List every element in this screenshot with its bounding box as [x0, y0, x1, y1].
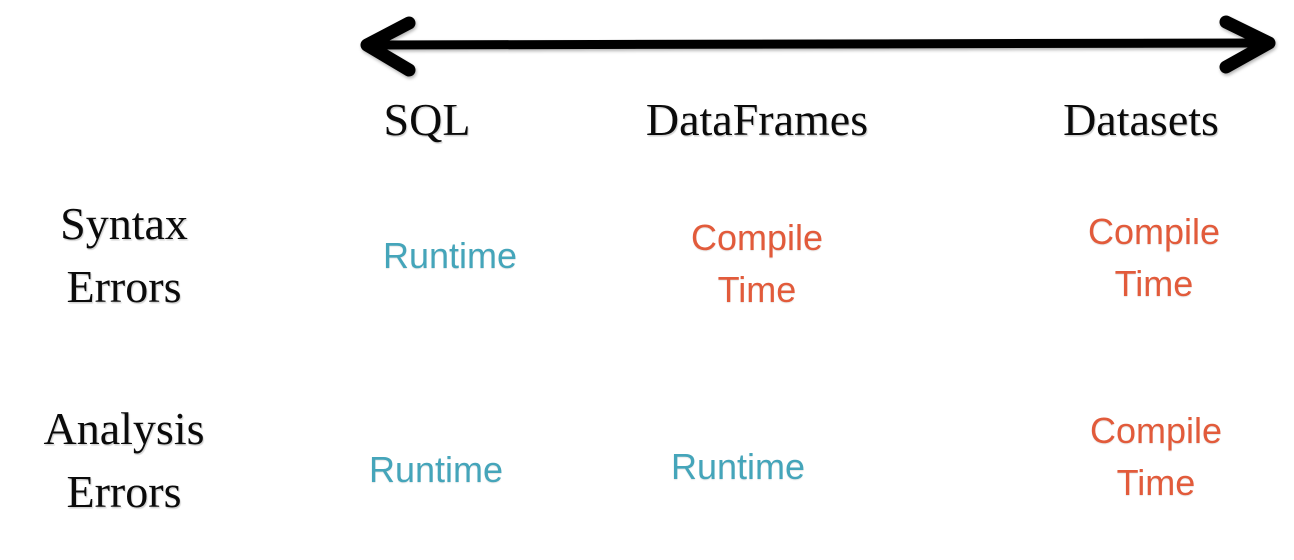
- column-header-datasets: Datasets: [1063, 94, 1219, 145]
- cell-analysis-errors-dataframes: Runtime: [670, 446, 806, 487]
- cell-syntax-errors-dataframes: Compile Time: [690, 217, 824, 311]
- column-header-sql: SQL: [383, 94, 471, 145]
- cell-analysis-errors-sql: Runtime: [368, 449, 504, 490]
- column-header-dataframes: DataFrames: [645, 94, 869, 145]
- cell-analysis-errors-datasets: Compile Time: [1089, 410, 1223, 504]
- cell-syntax-errors-datasets: Compile Time: [1087, 211, 1221, 305]
- cell-syntax-errors-sql: Runtime: [382, 235, 518, 276]
- double-headed-arrow-icon: [360, 15, 1276, 77]
- row-label-analysis-errors: Analysis Errors: [43, 403, 205, 517]
- row-label-syntax-errors: Syntax Errors: [60, 198, 188, 312]
